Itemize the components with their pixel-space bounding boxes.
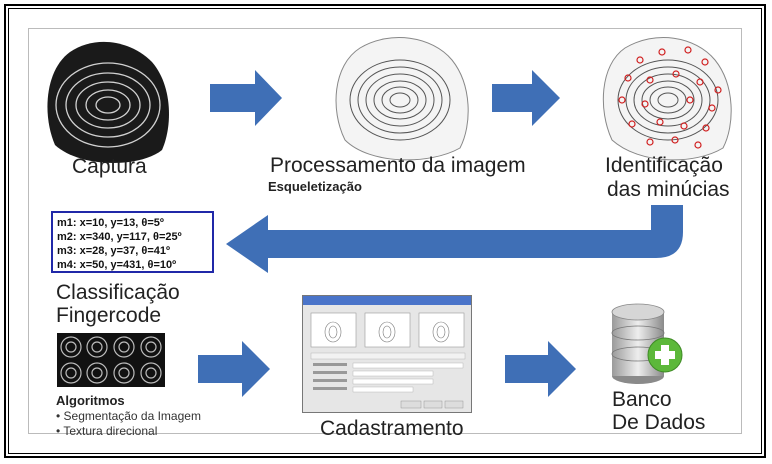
- classification-label-line1: Classificação: [56, 281, 180, 304]
- window-title-bar: [303, 296, 471, 305]
- minutiae-list: m1: x=10, y=13, θ=5º m2: x=340, y=117, θ…: [51, 211, 214, 273]
- database-icon: [611, 303, 683, 384]
- database-label-line1: Banco: [612, 388, 672, 411]
- minutiae-fingerprint-icon: [602, 37, 732, 161]
- minutia-item: m3: x=28, y=37, θ=41º: [57, 245, 171, 257]
- arrow-minutiae-to-classification: [226, 205, 683, 273]
- software-window-icon: [302, 295, 472, 413]
- processing-sublabel: Esqueletização: [268, 179, 362, 194]
- arrow-registration-to-database: [505, 341, 576, 397]
- fingercode-icon: [57, 333, 165, 387]
- capture-label: Captura: [72, 155, 147, 178]
- arrow-processing-to-minutiae: [492, 70, 560, 126]
- minutia-item: m2: x=340, y=117, θ=25º: [57, 231, 182, 243]
- algorithm-item: • Segmentação da Imagem: [56, 409, 201, 423]
- inner-frame: [8, 8, 762, 454]
- algorithm-item: • Textura direcional: [56, 424, 158, 438]
- window-content: [310, 312, 466, 409]
- outer-frame: [4, 4, 766, 458]
- algorithms-title: Algoritmos: [56, 393, 125, 408]
- arrow-capture-to-processing: [210, 70, 282, 126]
- minutiae-label-line1: Identificação: [605, 154, 723, 177]
- minutia-item: m4: x=50, y=431, θ=10º: [57, 259, 177, 271]
- skeleton-fingerprint-icon: [335, 37, 469, 161]
- minutiae-label-line2: das minúcias: [607, 178, 730, 201]
- processing-label: Processamento da imagem: [270, 154, 526, 177]
- registration-label: Cadastramento: [320, 417, 464, 440]
- minutia-item: m1: x=10, y=13, θ=5º: [57, 217, 164, 229]
- content-frame: [28, 28, 742, 434]
- arrow-fingercode-to-registration: [198, 341, 270, 397]
- fingerprint-icon: [47, 41, 169, 163]
- classification-label-line2: Fingercode: [56, 304, 162, 327]
- database-label-line2: De Dados: [612, 411, 706, 434]
